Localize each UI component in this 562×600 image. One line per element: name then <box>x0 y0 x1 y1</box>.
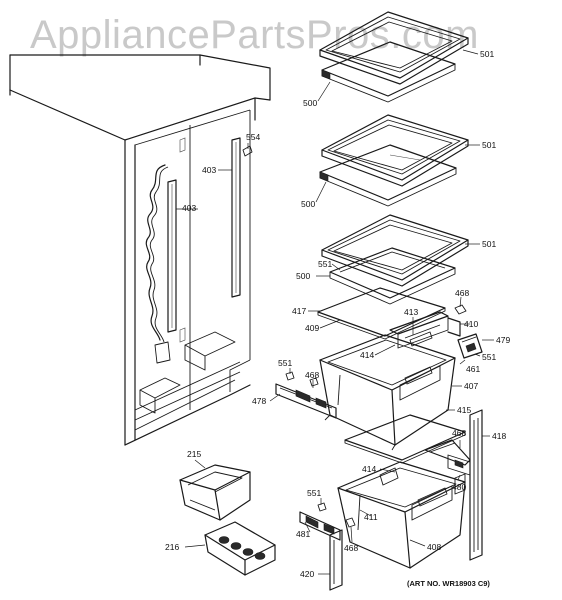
door-bin-216 <box>204 521 276 576</box>
crisper-drawer-lower <box>337 461 466 569</box>
watermark-text: AppliancePartsPros.com <box>30 13 479 57</box>
leader-lines <box>176 49 494 575</box>
callout-501-lower: 501 <box>482 239 496 249</box>
callout-500-middle: 500 <box>301 199 315 209</box>
vertical-rail-418 <box>469 409 483 561</box>
cross-support-lower <box>424 439 471 476</box>
callout-551-left: 551 <box>278 358 292 368</box>
callout-409: 409 <box>305 323 319 333</box>
callout-481: 481 <box>296 529 310 539</box>
slide-left-upper <box>275 371 337 419</box>
shelf-assembly-top <box>319 11 469 103</box>
cross-support <box>389 311 461 349</box>
callout-417: 417 <box>292 306 306 316</box>
refrigerator-cabinet <box>9 54 271 446</box>
callout-labels: 501 500 501 500 501 500 554 403 403 551 … <box>165 49 510 579</box>
callout-501-top: 501 <box>480 49 494 59</box>
callout-551-lower: 551 <box>307 488 321 498</box>
callout-415: 415 <box>457 405 471 415</box>
callout-411: 411 <box>364 512 378 522</box>
callout-551-shelf: 551 <box>318 259 332 269</box>
callout-468-upper: 468 <box>455 288 469 298</box>
vertical-rail-420 <box>329 529 343 591</box>
callout-501-middle: 501 <box>482 140 496 150</box>
callout-461: 461 <box>466 364 480 374</box>
callout-479: 479 <box>496 335 510 345</box>
callout-468-right: 468 <box>452 428 466 438</box>
callout-414-lower: 414 <box>362 464 376 474</box>
callout-215: 215 <box>187 449 201 459</box>
callout-403-right: 403 <box>202 165 216 175</box>
callout-413: 413 <box>404 307 418 317</box>
callout-410: 410 <box>464 319 478 329</box>
callout-500-lower: 500 <box>296 271 310 281</box>
callout-408: 408 <box>427 542 441 552</box>
callout-407: 407 <box>464 381 478 391</box>
slide-left-lower <box>299 502 356 541</box>
slide-right-upper <box>454 304 483 359</box>
callout-478: 478 <box>252 396 266 406</box>
callout-414-upper: 414 <box>360 350 374 360</box>
callout-554: 554 <box>246 132 260 142</box>
shelf-assembly-middle <box>319 114 469 207</box>
callout-216: 216 <box>165 542 179 552</box>
callout-418: 418 <box>492 431 506 441</box>
callout-403-left: 403 <box>182 203 196 213</box>
door-bin-215 <box>179 464 251 521</box>
callout-468-lower: 468 <box>344 543 358 553</box>
callout-480: 480 <box>452 482 466 492</box>
callout-468-left: 468 <box>305 370 319 380</box>
shelf-assembly-lower <box>321 214 469 305</box>
callout-551-right: 551 <box>482 352 496 362</box>
art-number: (ART NO. WR18903 C9) <box>407 579 490 588</box>
slide-right-lower <box>454 473 466 495</box>
callout-500-top: 500 <box>303 98 317 108</box>
glass-panel-409 <box>317 287 446 340</box>
callout-420: 420 <box>300 569 314 579</box>
crisper-drawer-upper <box>319 334 456 451</box>
